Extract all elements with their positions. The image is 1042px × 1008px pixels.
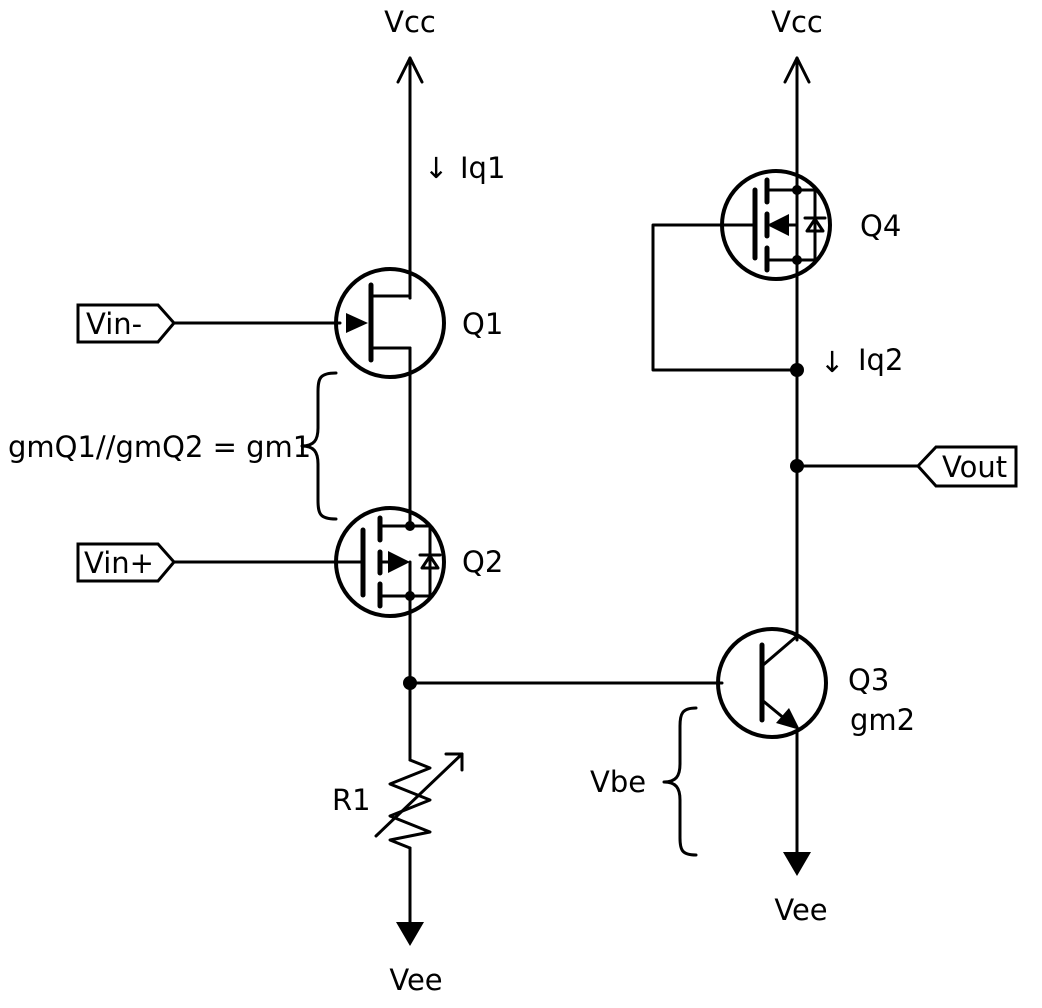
q4-gate-node bbox=[790, 363, 804, 377]
q1-label: Q1 bbox=[462, 307, 503, 341]
vin-minus-label: Vin- bbox=[86, 307, 142, 341]
q2-mosfet: Q2 bbox=[334, 506, 503, 618]
q3-label: Q3 bbox=[848, 663, 889, 697]
vee-right-label: Vee bbox=[774, 893, 827, 927]
vee-right-supply: Vee bbox=[774, 852, 828, 927]
vee-left-supply: Vee bbox=[389, 846, 443, 997]
gm1-annotation: gmQ1//gmQ2 = gm1 bbox=[8, 430, 311, 464]
vin-plus-label: Vin+ bbox=[84, 546, 154, 580]
q3-gm-label: gm2 bbox=[850, 703, 915, 737]
q2-label: Q2 bbox=[462, 545, 503, 579]
vin-plus-port[interactable]: Vin+ bbox=[76, 542, 176, 583]
vbe-brace bbox=[662, 706, 698, 857]
q4-gate-feedback-wire bbox=[651, 223, 799, 372]
vcc-left-supply: Vcc bbox=[384, 5, 436, 300]
vcc-right-label: Vcc bbox=[771, 5, 823, 39]
q4-label: Q4 bbox=[860, 209, 901, 243]
iq2-label: Iq2 bbox=[858, 343, 903, 377]
gm1-brace bbox=[300, 371, 338, 521]
q3-npn-bjt: Q3 gm2 bbox=[716, 627, 915, 854]
down-arrow-icon: ↓ bbox=[820, 345, 844, 379]
vbe-annotation: Vbe bbox=[590, 765, 646, 799]
vcc-right-supply: Vcc bbox=[771, 5, 823, 192]
r1-variable-resistor: R1 bbox=[332, 752, 464, 850]
r1-label: R1 bbox=[332, 783, 371, 817]
iq1-label: Iq1 bbox=[460, 151, 505, 185]
down-arrow-icon: ↓ bbox=[424, 151, 448, 185]
vout-port[interactable]: Vout bbox=[915, 445, 1018, 488]
iq1-current-indicator: ↓ Iq1 bbox=[424, 151, 505, 185]
vin-minus-port[interactable]: Vin- bbox=[76, 303, 176, 344]
iq2-current-indicator: ↓ Iq2 bbox=[820, 343, 903, 379]
q1-jfet: Q1 bbox=[334, 267, 503, 512]
vout-label: Vout bbox=[942, 450, 1007, 484]
vcc-left-label: Vcc bbox=[384, 5, 436, 39]
vee-left-label: Vee bbox=[389, 963, 442, 997]
